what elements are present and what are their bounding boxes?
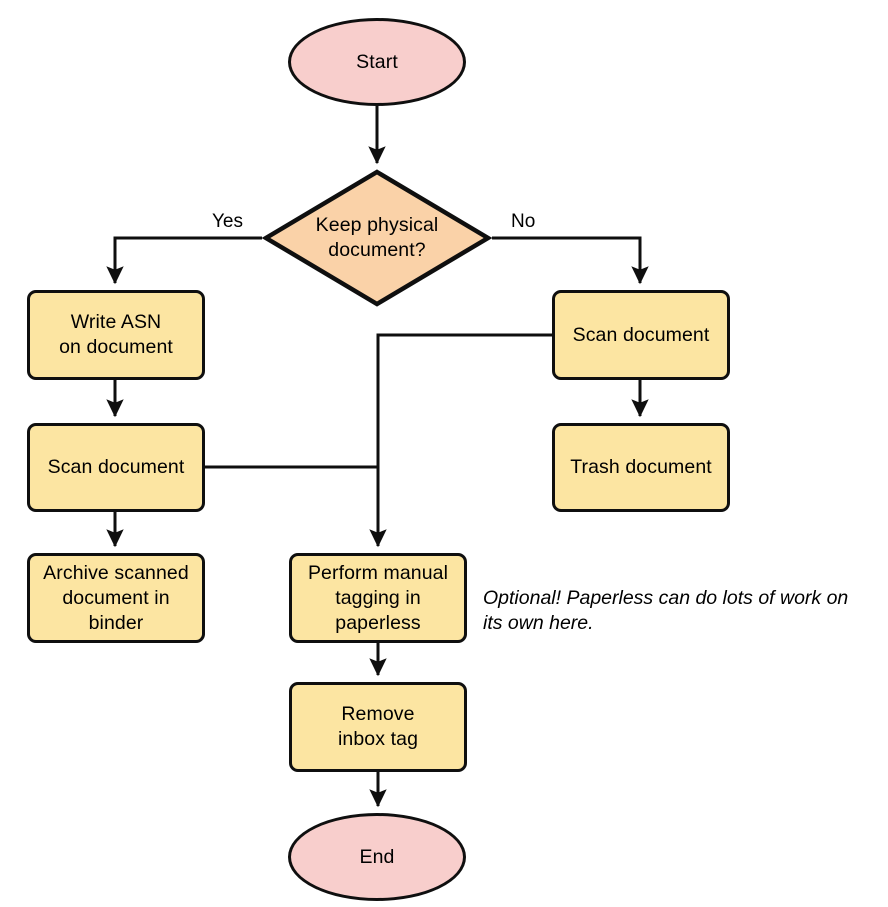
node-end[interactable]: End	[288, 813, 466, 901]
node-scan-document-right-label: Scan document	[572, 323, 710, 346]
node-archive-label: Archive scanned document in binder	[43, 561, 189, 634]
edge-label-no: No	[508, 211, 539, 233]
node-end-label: End	[359, 845, 395, 868]
node-trash-document-label: Trash document	[570, 456, 712, 478]
annotation-optional-note: Optional! Paperless can do lots of work …	[483, 587, 849, 634]
diamond-shape	[262, 169, 492, 307]
node-start[interactable]: Start	[288, 18, 466, 106]
node-trash-document[interactable]: Trash document	[552, 423, 730, 512]
node-scan-document-right[interactable]: Scan document	[552, 290, 730, 380]
node-start-label: Start	[356, 50, 398, 73]
edge-scan-right-to-manual-tagging	[369, 333, 552, 548]
node-manual-tagging-label: Perform manual tagging in paperless	[307, 561, 449, 634]
node-archive-scanned-document[interactable]: Archive scanned document in binder	[27, 553, 205, 643]
node-write-asn-on-document[interactable]: Write ASN on document	[27, 290, 205, 380]
node-scan-document-left-label: Scan document	[47, 456, 185, 478]
edge-decision-no-to-scan-right	[492, 236, 649, 285]
node-decision-keep-physical-document[interactable]: Keep physical document?	[262, 168, 492, 308]
edge-label-yes: Yes	[209, 211, 246, 233]
edge-decision-yes-to-write-asn	[106, 236, 262, 285]
node-perform-manual-tagging[interactable]: Perform manual tagging in paperless	[289, 553, 467, 643]
node-write-asn-label: Write ASN on document	[59, 311, 173, 358]
node-remove-inbox-tag[interactable]: Remove inbox tag	[289, 682, 467, 772]
node-scan-document-left[interactable]: Scan document	[27, 423, 205, 512]
node-decision-label: Keep physical document?	[315, 214, 439, 261]
node-remove-inbox-tag-label: Remove inbox tag	[337, 703, 419, 750]
